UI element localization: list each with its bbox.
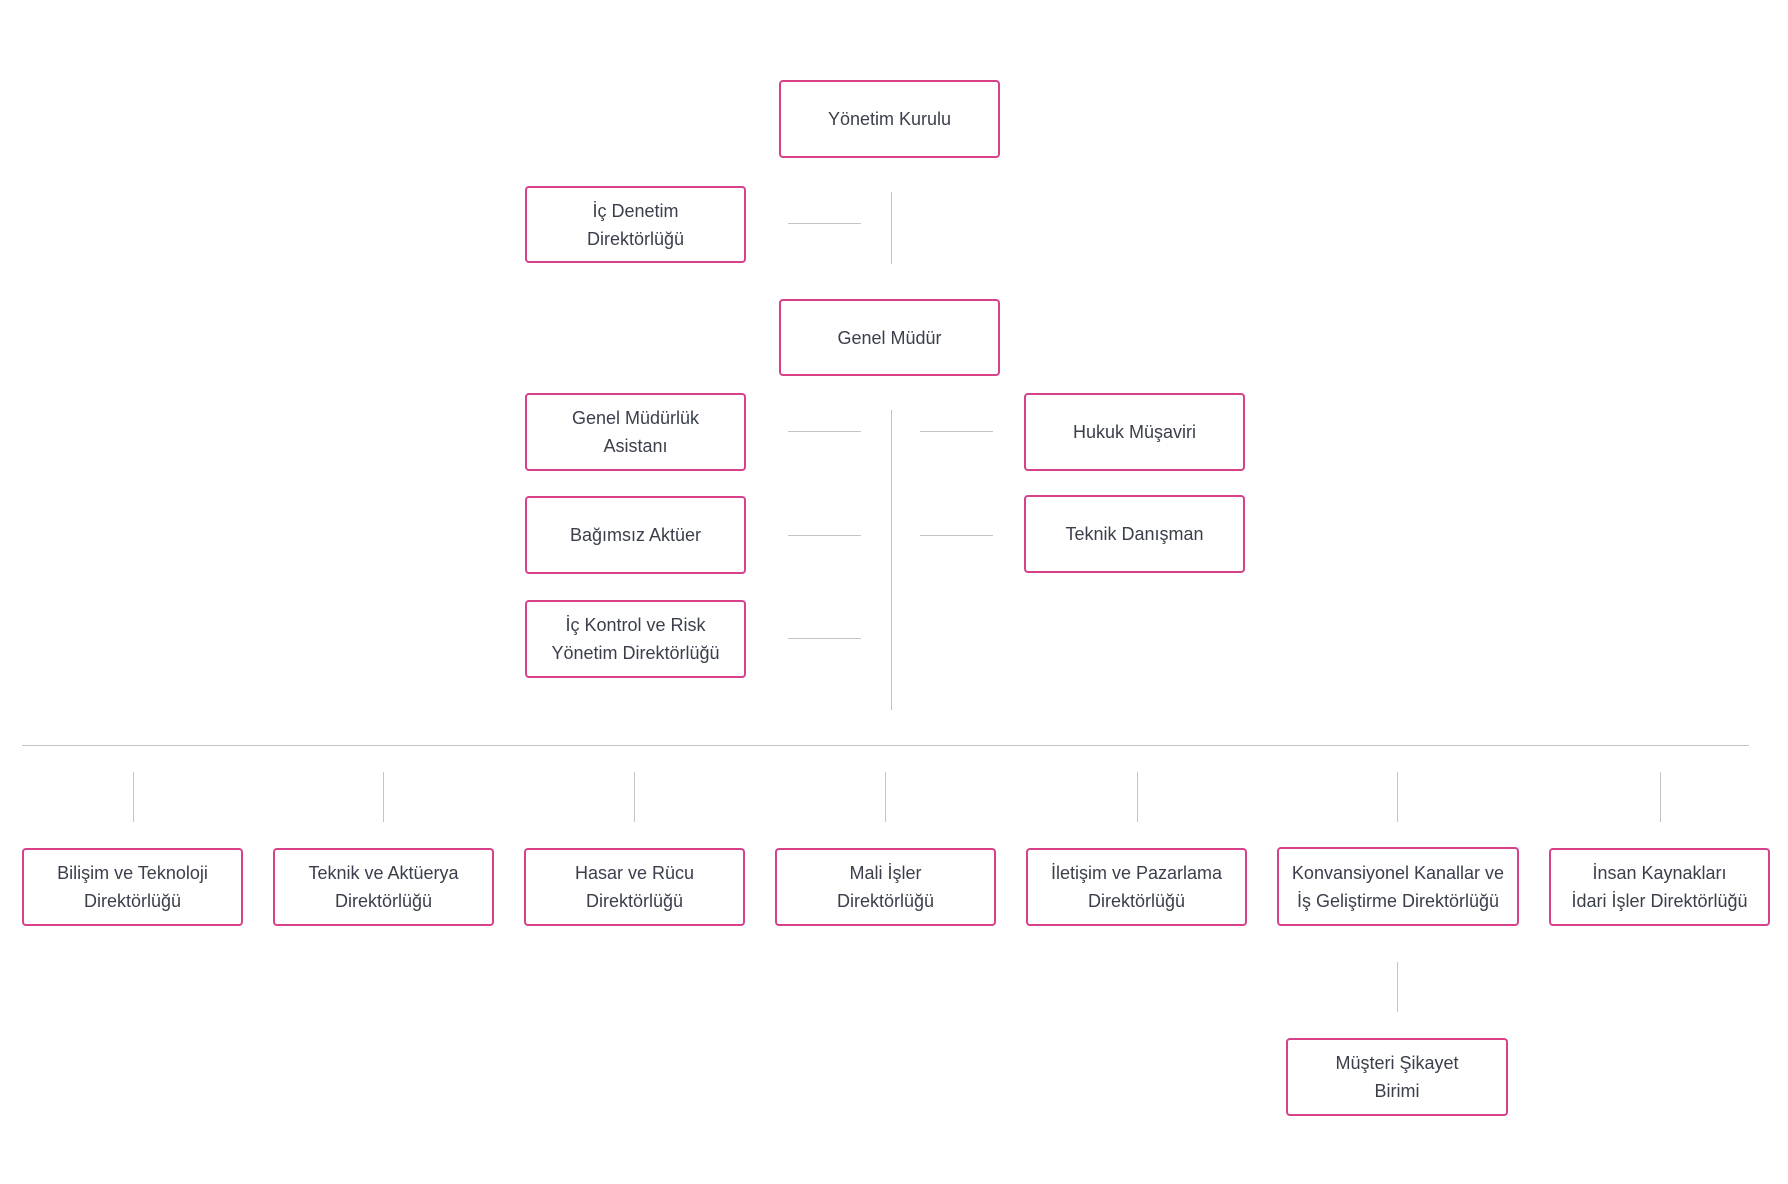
connector-gm-assistant <box>788 431 861 432</box>
node-legal-counsel: Hukuk Müşaviri <box>1024 393 1245 471</box>
node-technical-actuarial-label: Teknik ve Aktüerya Direktörlüğü <box>308 863 459 911</box>
node-technical-advisor: Teknik Danışman <box>1024 495 1245 573</box>
node-claims-recourse: Hasar ve Rücu Direktörlüğü <box>524 848 745 926</box>
node-it-directorate: Bilişim ve Teknoloji Direktörlüğü <box>22 848 243 926</box>
node-internal-audit-label: İç Denetim Direktörlüğü <box>586 200 685 249</box>
node-conventional-channels: Konvansiyonel Kanallar ve İş Geliştirme … <box>1277 847 1519 926</box>
node-conventional-channels-label: Konvansiyonel Kanallar ve İş Geliştirme … <box>1291 862 1505 911</box>
node-independent-actuary-label: Bağımsız Aktüer <box>569 525 702 545</box>
node-board: Yönetim Kurulu <box>779 80 1000 158</box>
node-financial-affairs: Mali İşler Direktörlüğü <box>775 848 996 926</box>
connector-financial <box>885 772 886 822</box>
node-internal-audit: İç Denetim Direktörlüğü <box>525 186 746 263</box>
node-customer-complaint-label: Müşteri Şikayet Birimi <box>1335 1053 1459 1101</box>
connector-conventional <box>1397 772 1398 822</box>
node-hr-admin-label: İnsan Kaynakları İdari İşler Direktörlüğ… <box>1571 863 1748 911</box>
connector-gm-spine <box>891 410 892 710</box>
node-financial-affairs-label: Mali İşler Direktörlüğü <box>836 863 935 911</box>
node-general-manager: Genel Müdür <box>779 299 1000 376</box>
node-gm-assistant: Genel Müdürlük Asistanı <box>525 393 746 471</box>
connector-claims <box>634 772 635 822</box>
node-technical-advisor-label: Teknik Danışman <box>1065 524 1204 544</box>
connector-it <box>133 772 134 822</box>
node-communication-marketing: İletişim ve Pazarlama Direktörlüğü <box>1026 848 1247 926</box>
connector-technical-actuarial <box>383 772 384 822</box>
node-board-label: Yönetim Kurulu <box>827 109 952 129</box>
node-internal-control: İç Kontrol ve Risk Yönetim Direktörlüğü <box>525 600 746 678</box>
connector-technical-advisor <box>920 535 993 536</box>
connector-independent-actuary <box>788 535 861 536</box>
node-customer-complaint: Müşteri Şikayet Birimi <box>1286 1038 1508 1116</box>
node-it-directorate-label: Bilişim ve Teknoloji Direktörlüğü <box>57 863 208 911</box>
node-general-manager-label: Genel Müdür <box>837 327 942 348</box>
node-hr-admin: İnsan Kaynakları İdari İşler Direktörlüğ… <box>1549 848 1770 926</box>
connector-legal-counsel <box>920 431 993 432</box>
connector-directorates-bus <box>22 745 1749 746</box>
node-internal-control-label: İç Kontrol ve Risk Yönetim Direktörlüğü <box>551 615 720 663</box>
connector-internal-control <box>788 638 861 639</box>
connector-board-to-gm <box>891 192 892 264</box>
connector-communication <box>1137 772 1138 822</box>
connector-internal-audit <box>788 223 861 224</box>
connector-complaint <box>1397 962 1398 1012</box>
node-communication-marketing-label: İletişim ve Pazarlama Direktörlüğü <box>1050 863 1223 911</box>
node-legal-counsel-label: Hukuk Müşaviri <box>1072 422 1197 442</box>
connector-hr <box>1660 772 1661 822</box>
node-claims-recourse-label: Hasar ve Rücu Direktörlüğü <box>574 863 695 911</box>
node-independent-actuary: Bağımsız Aktüer <box>525 496 746 574</box>
node-gm-assistant-label: Genel Müdürlük Asistanı <box>571 408 700 456</box>
node-technical-actuarial: Teknik ve Aktüerya Direktörlüğü <box>273 848 494 926</box>
